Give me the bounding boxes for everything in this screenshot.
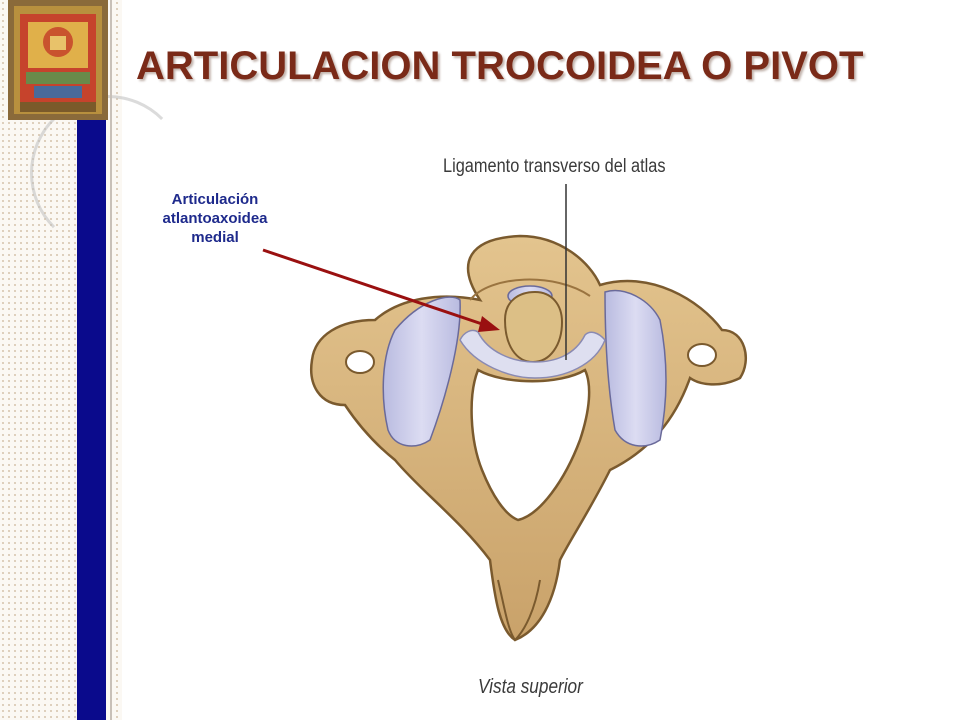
side-divider-line <box>110 0 112 720</box>
dens-of-axis <box>503 285 564 364</box>
articulation-arrowhead <box>478 316 500 332</box>
articulation-arrow-line <box>262 248 489 328</box>
articulation-label: Articulación atlantoaxoidea medial <box>162 191 268 246</box>
decorative-arc <box>30 95 186 251</box>
left-articular-facet <box>382 296 461 447</box>
figure-caption: Vista superior <box>478 676 583 698</box>
side-blue-bar <box>77 120 106 720</box>
transverse-ligament <box>459 329 606 379</box>
slide-title: ARTICULACION TROCOIDEA O PIVOT <box>136 44 864 88</box>
emblem-icon <box>8 0 108 120</box>
emblem-logo <box>8 0 108 120</box>
ligament-label: Ligamento transverso del atlas <box>443 156 666 177</box>
right-articular-facet <box>604 289 667 447</box>
